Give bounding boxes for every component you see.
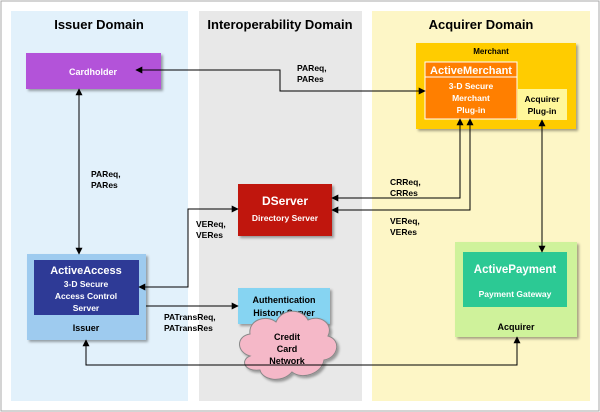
acquirer-group-label: Acquirer — [497, 322, 535, 332]
active-payment-subtitle: Payment Gateway — [479, 289, 552, 299]
active-merchant-line3: Plug-in — [457, 105, 486, 115]
active-access-title: ActiveAccess — [50, 265, 122, 277]
flow-pa-top-line1: PAReq, — [297, 63, 327, 73]
flow-patrans-line1: PATransReq, — [164, 312, 216, 322]
flow-cr-line1: CRReq, — [390, 177, 421, 187]
flow-ve-left-line1: VEReq, — [196, 219, 226, 229]
card-network-line1: Credit — [274, 332, 300, 342]
flow-ve-right-line2: VERes — [390, 227, 417, 237]
acquirer-plugin-line2: Plug-in — [528, 106, 557, 116]
dserver-box — [238, 184, 332, 236]
active-payment-box — [463, 252, 567, 307]
active-merchant-title: ActiveMerchant — [430, 65, 512, 77]
flow-patrans-line2: PATransRes — [164, 323, 213, 333]
active-access-box — [34, 260, 139, 315]
merchant-dserver-ve-arrow — [331, 118, 474, 214]
dserver-subtitle: Directory Server — [252, 213, 319, 223]
dserver-title: DServer — [262, 194, 308, 208]
acquirer-plugin-box — [518, 89, 567, 120]
interop-domain-title: Interoperability Domain — [207, 17, 352, 32]
flow-cr-line2: CRRes — [390, 188, 418, 198]
active-access-line2: Access Control — [55, 291, 117, 301]
active-access-line3: Server — [73, 303, 100, 313]
active-merchant-line1: 3-D Secure — [449, 81, 494, 91]
active-payment-title: ActivePayment — [474, 264, 557, 276]
flow-ve-right-line1: VEReq, — [390, 216, 420, 226]
card-network-line2: Card — [277, 344, 298, 354]
auth-history-line1: Authentication — [253, 295, 316, 305]
acquirer-domain-title: Acquirer Domain — [429, 17, 534, 32]
cardholder-label: Cardholder — [69, 67, 118, 77]
active-merchant-line2: Merchant — [452, 93, 490, 103]
flow-pa-top-line2: PARes — [297, 74, 324, 84]
cardholder-merchant-arrow — [135, 66, 426, 95]
active-access-line1: 3-D Secure — [64, 279, 109, 289]
flow-pa-left-line2: PARes — [91, 180, 118, 190]
card-network-line3: Network — [269, 356, 306, 366]
dserver-access-arrow — [138, 205, 239, 291]
issuer-domain-title: Issuer Domain — [54, 17, 144, 32]
flow-ve-left-line2: VERes — [196, 230, 223, 240]
issuer-group-label: Issuer — [73, 323, 100, 333]
network-line — [82, 336, 521, 366]
merchant-group-label: Merchant — [473, 47, 509, 56]
acquirer-plugin-line1: Acquirer — [525, 94, 561, 104]
flow-pa-left-line1: PAReq, — [91, 169, 121, 179]
